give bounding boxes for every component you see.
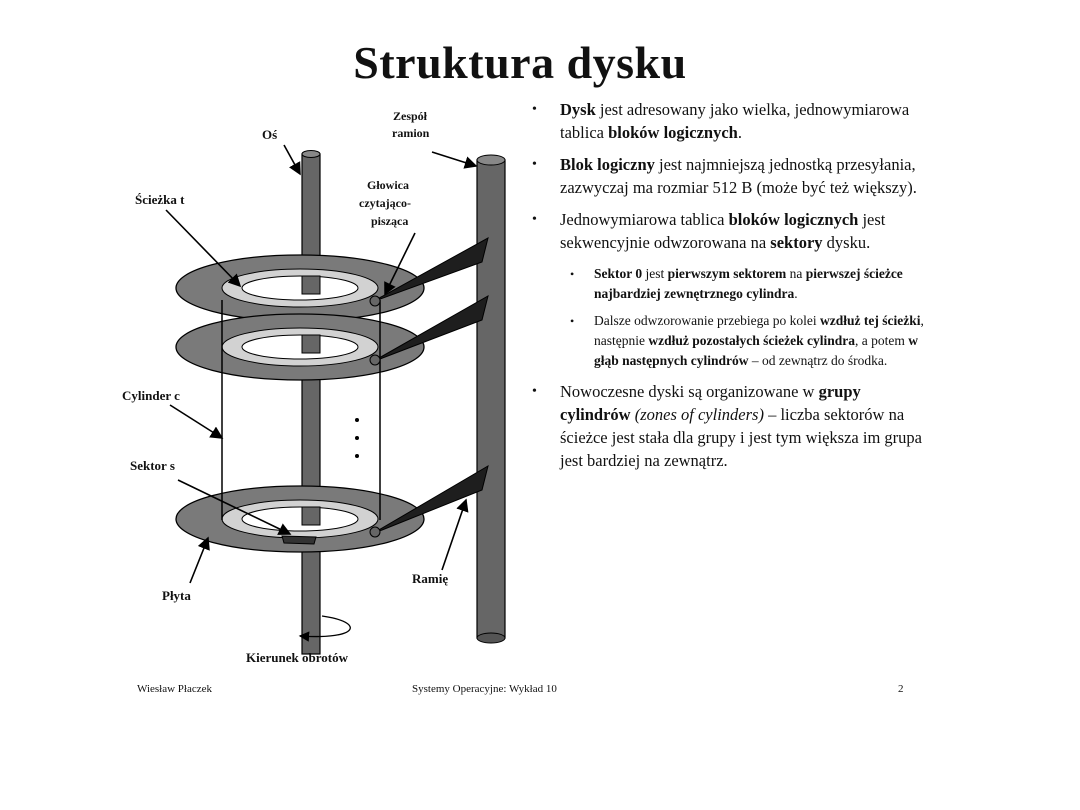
label-arm-assembly-1: Zespół xyxy=(393,109,428,123)
footer-page-number: 2 xyxy=(898,683,904,695)
platter-3 xyxy=(175,485,425,553)
spindle xyxy=(301,150,321,655)
sub-bullet-further-mapping: Dalsze odwzorowanie przebiega po kolei w… xyxy=(528,311,928,371)
cylinder-outline xyxy=(221,300,381,520)
label-cylinder: Cylinder c xyxy=(122,388,180,403)
label-arm-assembly-2: ramion xyxy=(392,126,430,140)
arm-2 xyxy=(369,294,489,366)
label-head-2: czytająco- xyxy=(359,196,411,210)
ellipsis-dots xyxy=(355,418,359,458)
label-head-3: pisząca xyxy=(371,214,408,228)
leader-track xyxy=(165,209,242,288)
footer-author: Wiesław Płaczek xyxy=(137,683,212,695)
sub-bullet-sector-zero: Sektor 0 jest pierwszym sektorem na pier… xyxy=(528,264,928,304)
arm-assembly-post xyxy=(476,154,506,644)
label-head-1: Głowica xyxy=(367,178,409,192)
leader-cylinder xyxy=(169,404,224,439)
arm-3 xyxy=(369,464,489,538)
leader-axis xyxy=(283,144,301,176)
sub-bullet-list: Sektor 0 jest pierwszym sektorem na pier… xyxy=(560,264,928,371)
rotation-arrow xyxy=(298,615,351,642)
arm-1 xyxy=(369,237,489,307)
label-track: Ścieżka t xyxy=(135,192,185,207)
platter-1 xyxy=(175,254,425,322)
slide-title: Struktura dysku xyxy=(353,37,687,88)
disk-structure-diagram: Oś Zespół ramion Głowica czytająco- pisz… xyxy=(122,109,506,665)
bullet-block-mapping: Jednowymiarowa tablica bloków logicznych… xyxy=(528,208,928,371)
footer-course: Systemy Operacyjne: Wykład 10 xyxy=(412,683,557,695)
leader-arm-assembly xyxy=(431,151,478,169)
leader-platter xyxy=(189,536,210,584)
label-rotation: Kierunek obrotów xyxy=(246,650,349,665)
leader-sector xyxy=(177,479,292,535)
label-platter: Płyta xyxy=(162,588,191,603)
leader-arm xyxy=(441,498,469,571)
bullet-logical-block: Blok logiczny jest najmniejszą jednostką… xyxy=(528,153,928,199)
label-sector: Sektor s xyxy=(130,458,175,473)
bullet-disk-addressing: Dysk jest adresowany jako wielka, jednow… xyxy=(528,98,928,144)
bullet-list: Dysk jest adresowany jako wielka, jednow… xyxy=(528,98,928,481)
label-axis: Oś xyxy=(262,127,277,142)
label-arm: Ramię xyxy=(412,571,448,586)
bullet-cylinder-zones: Nowoczesne dyski są organizowane w grupy… xyxy=(528,380,928,472)
leader-head xyxy=(384,232,416,296)
platter-2 xyxy=(175,313,425,381)
